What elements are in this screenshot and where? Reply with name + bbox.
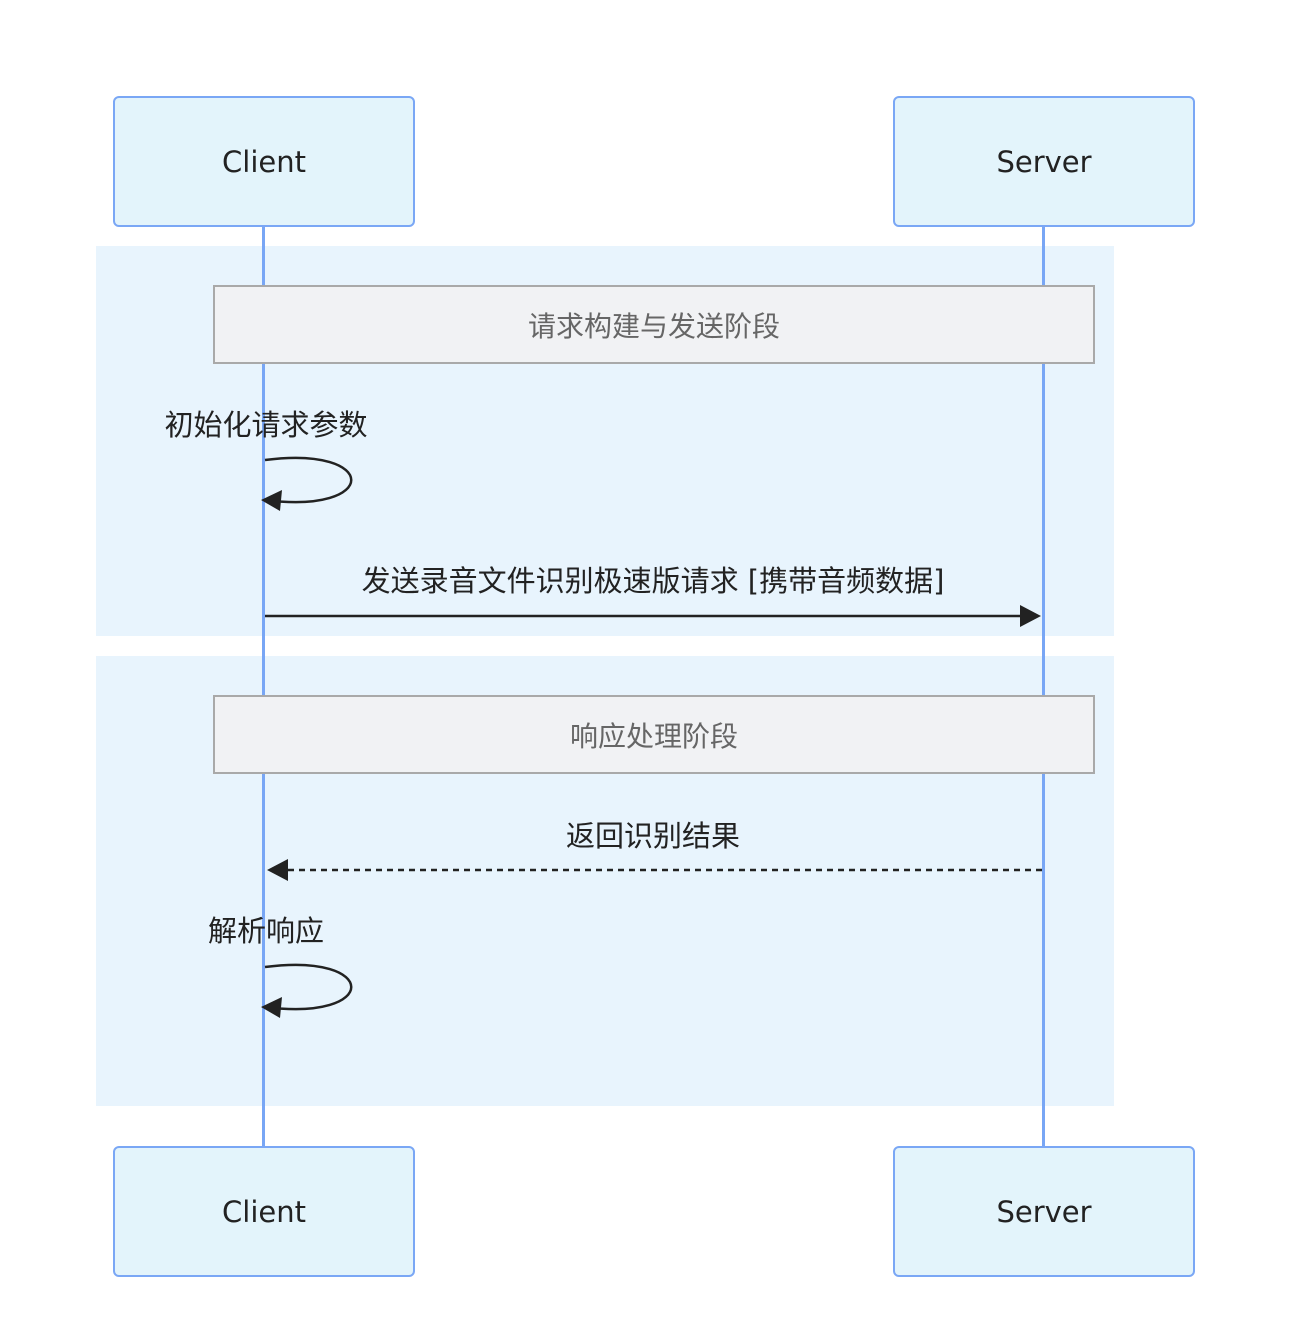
server-actor-label: Server: [996, 144, 1092, 179]
phase-2-note: 响应处理阶段: [213, 695, 1095, 774]
client-actor-top[interactable]: Client: [113, 96, 415, 227]
phase-2-label: 响应处理阶段: [569, 719, 738, 753]
arrowhead-init-params: [261, 490, 282, 511]
server-actor-top[interactable]: Server: [893, 96, 1195, 227]
client-actor-bottom[interactable]: Client: [113, 1146, 415, 1277]
arrowhead-parse-response: [261, 997, 282, 1018]
client-lifeline: [262, 226, 265, 1146]
self-arrow-init-params: [264, 456, 353, 504]
phase-1-note: 请求构建与发送阶段: [213, 285, 1095, 364]
message-label-parse-response: 解析响应: [207, 914, 324, 948]
server-actor-label: Server: [996, 1194, 1092, 1229]
message-label-return-result: 返回识别结果: [565, 819, 740, 853]
message-label-send-request: 发送录音文件识别极速版请求 [携带音频数据]: [361, 564, 945, 598]
server-lifeline: [1042, 226, 1045, 1146]
client-actor-label: Client: [222, 144, 306, 179]
message-label-init-params: 初始化请求参数: [164, 408, 368, 442]
phase-1-label: 请求构建与发送阶段: [527, 309, 780, 343]
response-arrowhead: [267, 859, 288, 881]
self-arrow-parse-response: [264, 963, 353, 1011]
request-arrowhead: [1020, 605, 1041, 627]
client-actor-label: Client: [222, 1194, 306, 1229]
server-actor-bottom[interactable]: Server: [893, 1146, 1195, 1277]
